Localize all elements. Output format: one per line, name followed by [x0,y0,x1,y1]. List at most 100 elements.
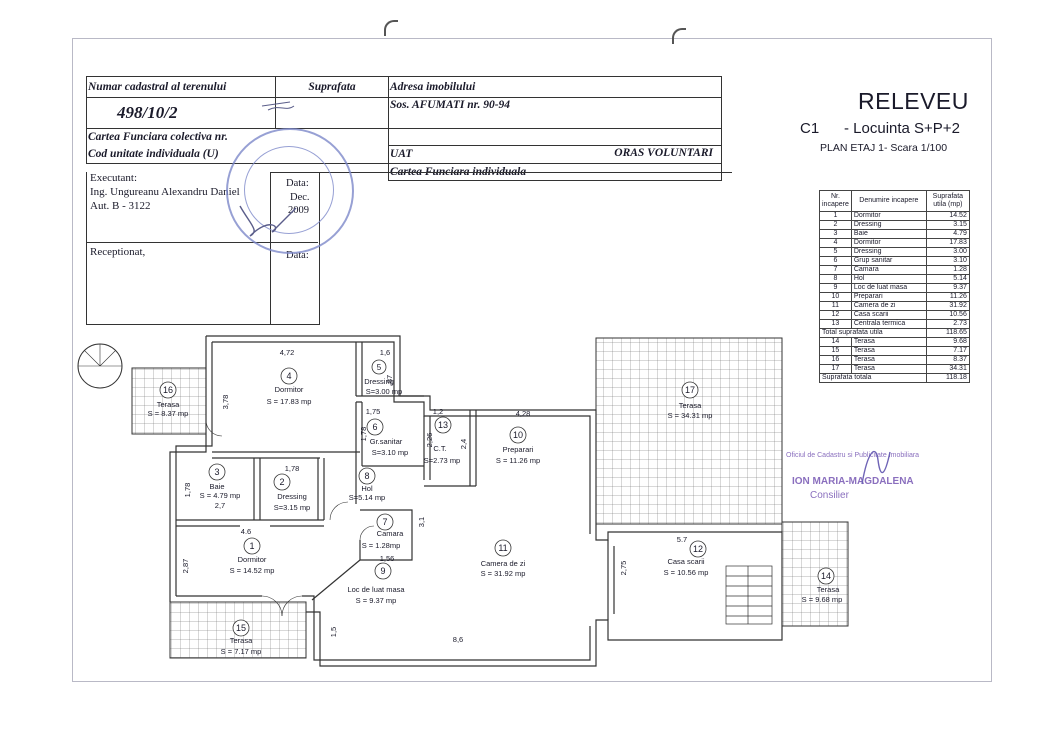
receptionat-label: Receptionat, [90,246,146,258]
room-10-name: Preparari [503,445,534,454]
room-6-area: S=3.10 mp [372,448,408,457]
room-2-name: Dressing [277,492,307,501]
door-swings [205,419,375,617]
building-code: C1 [800,120,820,137]
releveu-title: RELEVEU [858,88,969,114]
executant-block [86,172,320,325]
room-9-number: 9 [380,566,385,576]
room-17-name: Terasa [679,401,702,410]
binder-hole-mark [672,28,686,44]
room-14-area: S = 9.68 mp [802,595,843,604]
room-5-number: 5 [377,363,382,372]
room-17-area: S = 34.31 mp [668,411,713,420]
dim-label: 4,28 [516,409,531,418]
dim-label: 1,5 [329,627,338,637]
room-15-name: Terasa [230,636,253,645]
room-7-area: S = 1.28mp [362,541,401,550]
room-labels: 4 Dormitor S = 17.83 mp 5 Dressing S=3.0… [148,363,843,656]
room-10-area: S = 11.26 mp [496,456,540,465]
room-3-area: S = 4.79 mp [200,491,241,500]
room-10-number: 10 [513,430,523,440]
dim-label: 2,4 [459,439,468,449]
nr-cadastral-value: 498/10/2 [86,97,276,129]
room-number-circles [159,359,835,637]
dim-label: 2,87 [181,559,190,574]
room-13-area: S=2.73 mp [424,456,460,465]
room-16-number: 16 [163,385,173,395]
staircase [725,565,773,625]
round-seal-inner-ring [244,146,334,234]
room-11-name: Camera de zi [481,559,526,568]
dimension-labels: 4,72 1,6 3,78 ,87 1,75 1,2 4,28 1,78 2,2… [181,348,687,644]
uat-value: ORAS VOLUNTARI [614,146,713,159]
dim-label: 4,72 [280,348,295,357]
room-11-number: 11 [498,543,507,553]
room-3-number: 3 [214,467,219,477]
document-sheet [72,38,992,682]
room-7-name: Camara [377,529,405,538]
room-6-number: 6 [372,422,377,432]
room-15-number: 15 [236,623,246,633]
suprafata-value [275,97,389,129]
dim-label: 1,56 [380,554,395,563]
room-1-name: Dormitor [238,555,267,564]
dim-label: 3,78 [221,395,230,410]
dim-label: 8,6 [453,635,463,644]
room-12-name: Casa scarii [667,557,704,566]
room-14-name: Terasa [817,585,840,594]
adresa-value: Sos. AFUMATI nr. 90-94 [388,97,722,129]
room-4-area: S = 17.83 mp [267,397,312,406]
official-stamp-line1: Oficiul de Cadastru si Publicitate Imobi… [786,452,920,459]
binder-hole-mark [384,20,398,36]
room-11-area: S = 31.92 mp [481,569,526,578]
round-seal-stamp [226,128,354,254]
executant-aut: Aut. B - 3122 [90,200,151,212]
data-label-2: Data: [286,250,309,261]
spiral-stair [77,343,123,389]
terrace-16-area [131,367,207,435]
legend-col-area: Suprafata utila (mp) [925,190,970,212]
room-12-area: S = 10.56 mp [664,568,709,577]
room-2-area: S=3.15 mp [274,503,310,512]
room-5-area: S=3.00 mp [366,387,402,396]
room-9-name: Loc de luat masa [347,585,405,594]
official-stamp-line3: Consilier [810,490,849,501]
executant-label: Executant: [90,172,138,184]
dim-label: 5.7 [677,535,687,544]
room-1-area: S = 14.52 mp [230,566,275,575]
room-15-area: S = 7.17 mp [221,647,262,656]
dim-label: 1,75 [366,407,381,416]
room-16-name: Terasa [157,400,180,409]
room-3-name: Baie [209,482,224,491]
room-6-name: Gr.sanitar [370,437,403,446]
cadastral-table: Numar cadastral al terenului Suprafata A… [86,76,722,181]
room-9-area: S = 9.37 mp [356,596,397,605]
dim-label: 1,78 [285,464,300,473]
nr-cadastral-label: Numar cadastral al terenului [86,76,276,98]
official-signature-mark [861,450,891,485]
dim-label: 1,78 [183,483,192,498]
room-2-number: 2 [279,477,284,487]
room-4-name: Dormitor [275,385,304,394]
signature-mark [239,101,297,237]
room-8-number: 8 [364,471,369,481]
room-12-number: 12 [693,544,703,554]
room-legend-table: Nr. incapere Denumire incapere Suprafata… [819,190,970,383]
room-8-area: S=5.14 mp [349,493,385,502]
room-7-number: 7 [382,517,387,527]
dim-label: 1,2 [433,407,443,416]
dim-label: 1,6 [380,348,390,357]
dim-label: 2,75 [619,561,628,576]
carte-funciara-individuala: Cartea Funciara individuala [388,163,722,181]
dim-label: ,87 [385,375,394,385]
room-5-name: Dressing [364,377,394,386]
room-16-area: S = 8.37 mp [148,409,189,418]
dim-label: 2,26 [425,433,434,448]
building-subtitle: - Locuinta S+P+2 [844,120,960,137]
dim-label: 2,7 [215,501,225,510]
room-13-number: 13 [438,420,448,430]
terrace-14-area [781,521,849,627]
